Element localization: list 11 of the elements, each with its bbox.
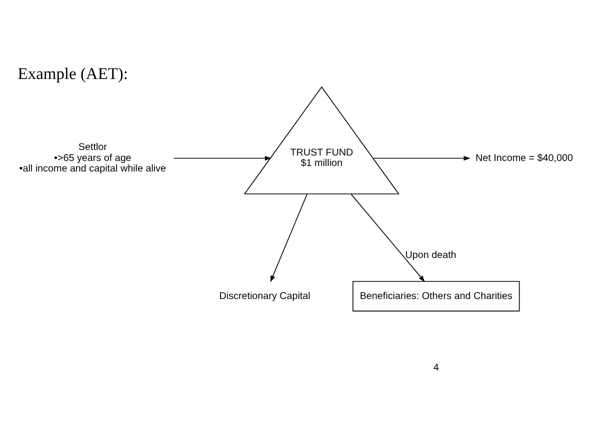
node-box: Beneficiaries: Others and Charities xyxy=(352,280,520,311)
node-text: Discretionary Capital xyxy=(219,290,310,302)
diagram-title: Example (AET): xyxy=(18,63,128,82)
label: 4 xyxy=(433,362,439,373)
arrow xyxy=(350,193,425,282)
arrow xyxy=(372,155,470,160)
node-text: Net Income = $40,000 xyxy=(476,152,574,164)
edge-label: Upon death xyxy=(405,250,456,260)
arrow xyxy=(173,155,272,160)
arrow xyxy=(270,193,308,282)
node-text: Settlor •>65 years of age •all income and capital while alive xyxy=(19,142,166,174)
